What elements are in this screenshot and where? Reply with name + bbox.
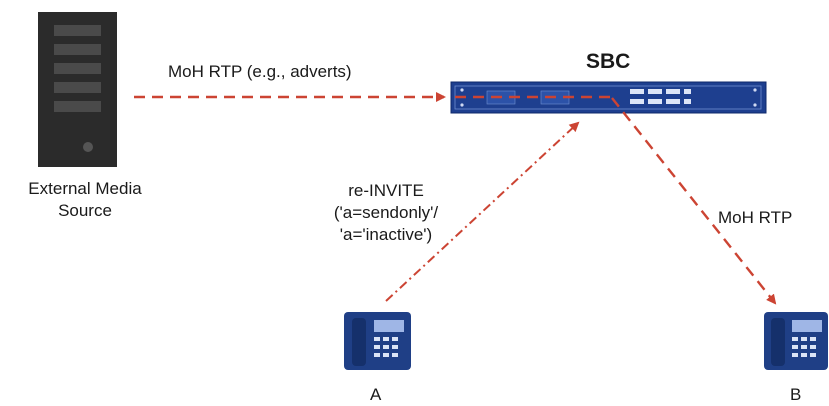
reinvite-label-line2: ('a=sendonly'/ [333, 203, 439, 222]
media-source-label-line1: External Media [28, 179, 142, 198]
arrow-a-to-sbc [385, 121, 580, 302]
reinvite-label: re-INVITE ('a=sendonly'/ 'a='inactive') [306, 180, 466, 246]
phone-b-icon [764, 312, 828, 370]
sbc-label: SBC [586, 50, 631, 73]
phone-a-label: A [370, 385, 382, 404]
phone-a-icon [344, 312, 411, 370]
phone-b-label: B [790, 385, 802, 404]
server-icon [38, 12, 117, 167]
reinvite-label-line3: 'a='inactive') [339, 225, 433, 244]
moh-rtp-adverts-label: MoH RTP (e.g., adverts) [168, 62, 352, 81]
media-source-label: External Media Source [0, 178, 170, 222]
media-source-label-line2: Source [58, 201, 112, 220]
reinvite-label-line1: re-INVITE [348, 181, 424, 200]
arrow-sbc-to-b [611, 97, 777, 305]
moh-rtp-label: MoH RTP [718, 208, 793, 227]
